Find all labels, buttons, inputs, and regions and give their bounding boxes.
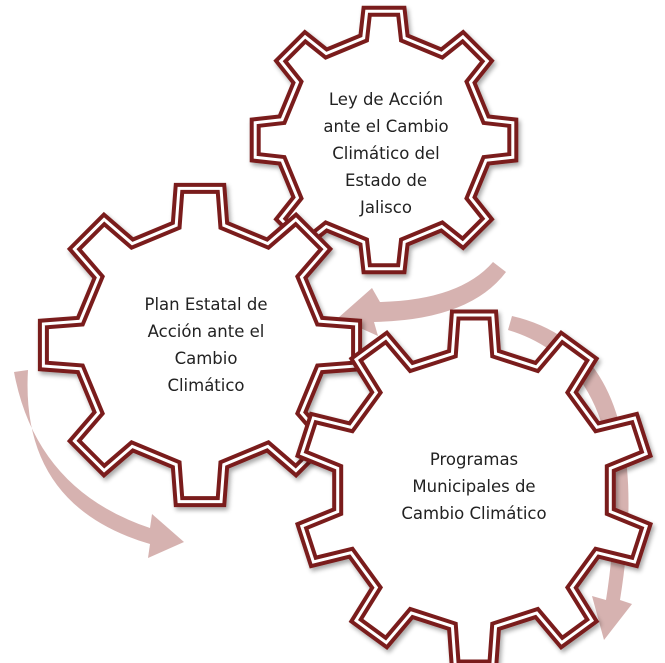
gear-inner-highlight — [299, 313, 649, 663]
gear-inner-highlight — [253, 9, 515, 271]
gear-label-line: Ley de Acción — [328, 90, 444, 109]
gear-label-line: Estado de — [344, 171, 428, 190]
cycle-arrows — [14, 262, 632, 640]
gear-ley-shape — [249, 5, 519, 275]
gear-label-line: Climático del — [332, 144, 440, 163]
gear-label-line: Plan Estatal de — [144, 295, 268, 314]
gear-label-line: Cambio — [174, 349, 238, 368]
gear-label-line: Municipales de — [412, 477, 536, 496]
gear-label-plan: Plan Estatal de Acción ante el Cambio Cl… — [116, 291, 296, 399]
arrow-ley-to-plan — [338, 262, 506, 336]
gear-label-line: Acción ante el — [147, 322, 265, 341]
gear-label-line: Climático — [167, 376, 245, 395]
gear-label-line: Jalisco — [360, 198, 412, 217]
gear-inner-highlight — [41, 186, 359, 504]
gear-label-line: Programas — [429, 450, 519, 469]
arrow-plan-cycle — [14, 370, 184, 558]
gear-plan-shape — [37, 182, 363, 508]
arrow-programas-cycle — [508, 316, 632, 640]
gear-programas-shape — [294, 309, 654, 663]
gear-label-line: ante el Cambio — [323, 117, 449, 136]
gear-label-programas: Programas Municipales de Cambio Climátic… — [374, 446, 574, 527]
gear-label-line: Cambio Climático — [401, 504, 547, 523]
gear-label-ley: Ley de Acción ante el Cambio Climático d… — [296, 86, 476, 221]
